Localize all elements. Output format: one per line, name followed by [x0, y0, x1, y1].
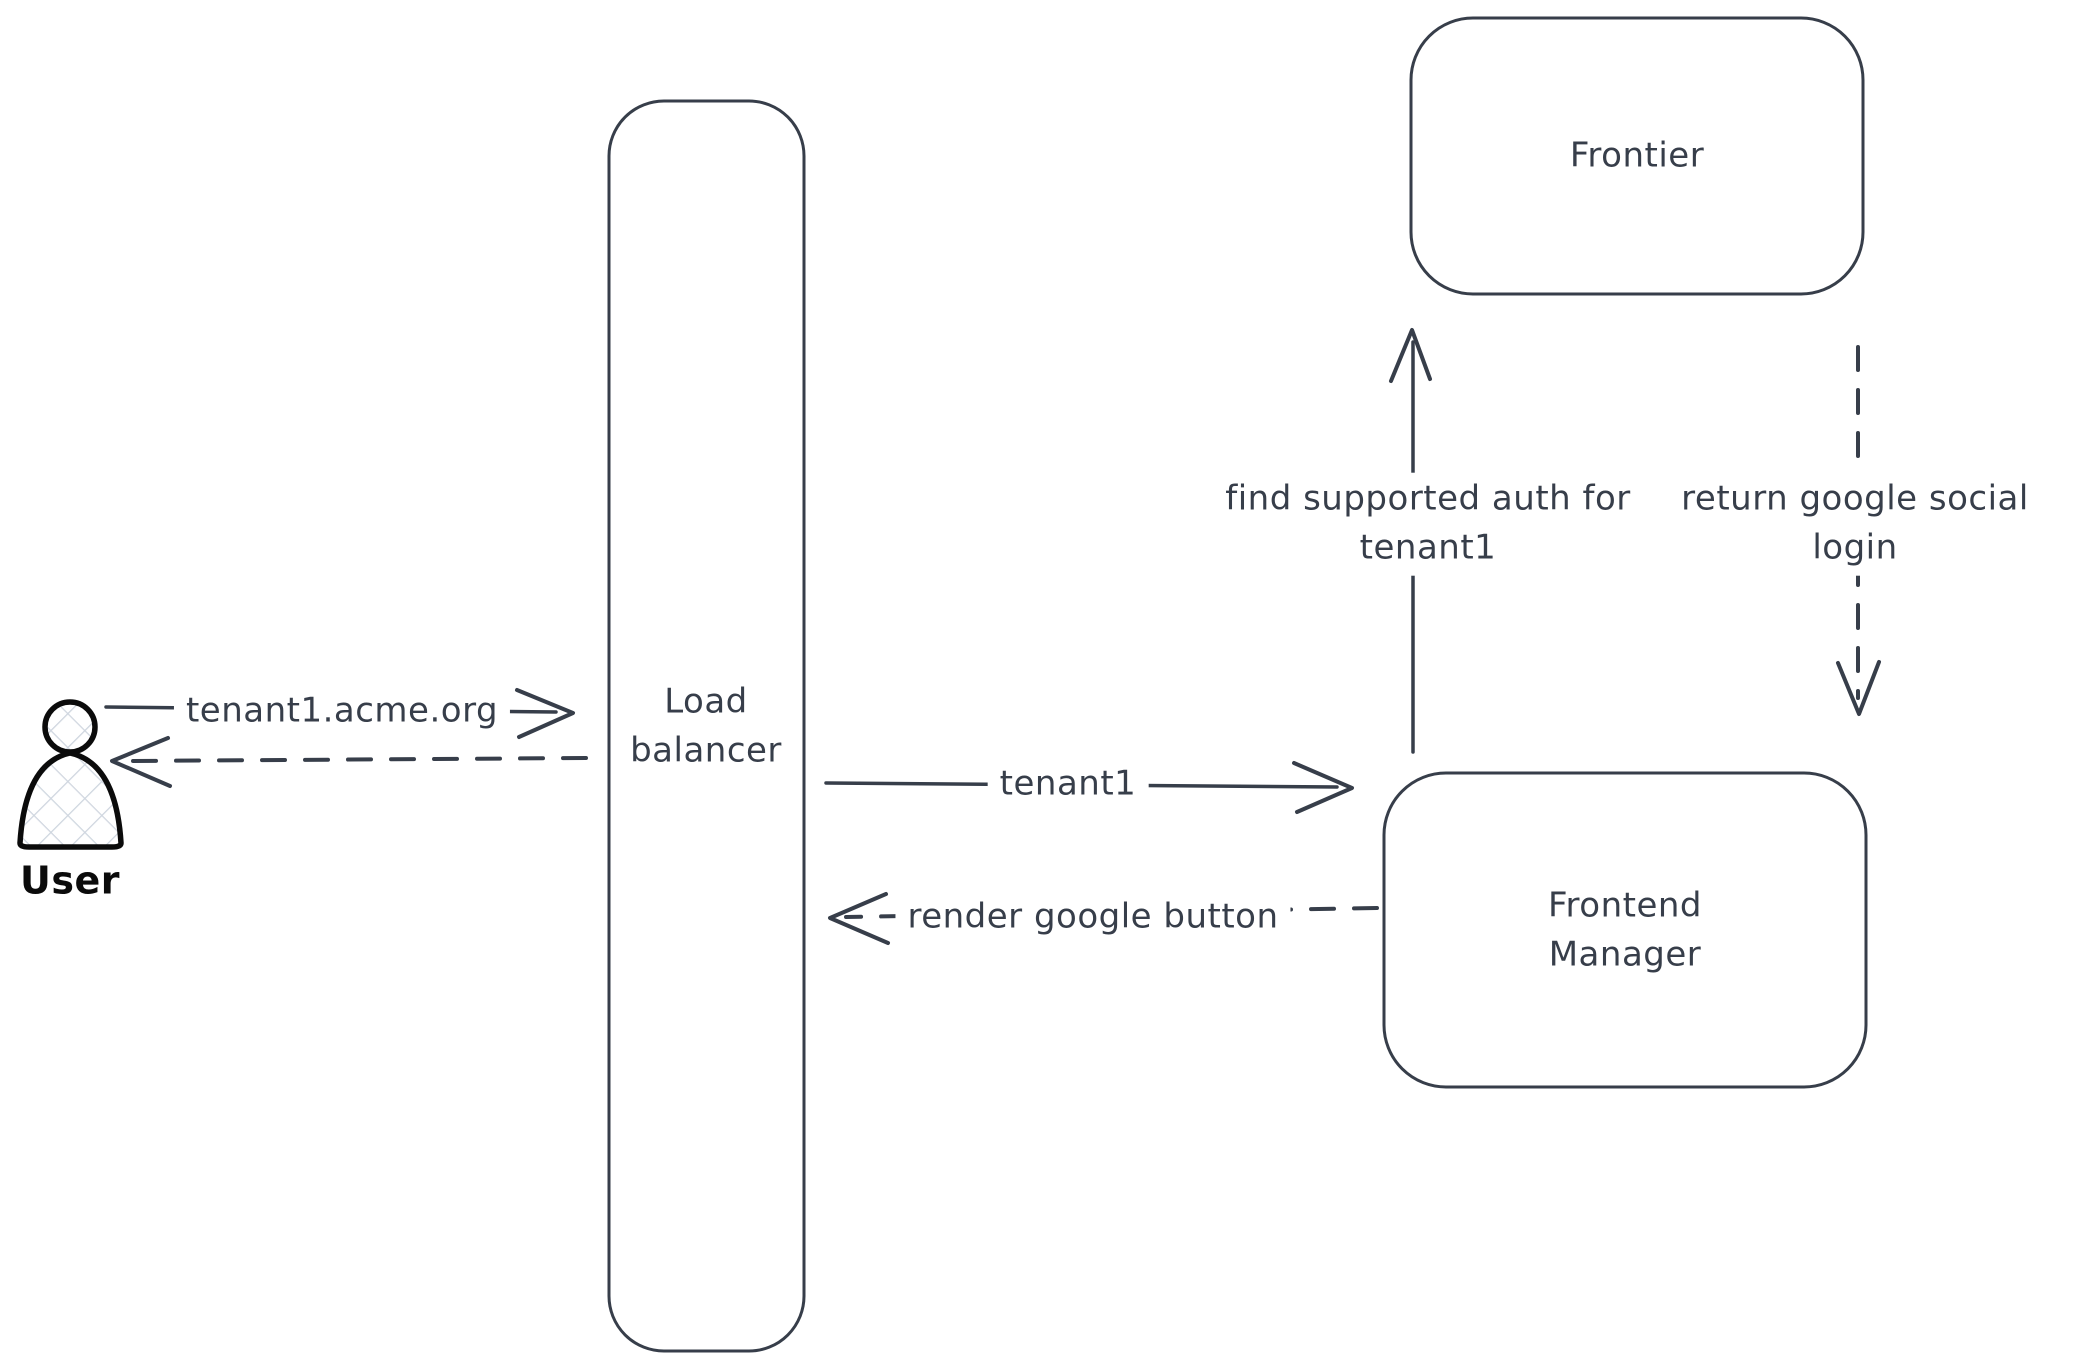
node-load-balancer-box [607, 99, 806, 1353]
node-frontend-manager-box [1382, 771, 1868, 1089]
node-label-load-balancer: Load balancer [630, 681, 782, 771]
edge-label-find-supported-auth: find supported auth for tenant1 [1206, 472, 1650, 576]
edge-label-render-google-button: render google button [895, 890, 1291, 944]
node-frontier-box [1409, 16, 1865, 296]
edge-label-tenant1: tenant1 [987, 757, 1149, 811]
arrow-load-balancer-to-user [110, 736, 588, 788]
edge-label-tenant1-acme-org: tenant1.acme.org [173, 684, 511, 738]
user-icon [17, 699, 124, 850]
node-label-frontier: Frontier [1569, 135, 1705, 176]
node-label-frontend-manager: Frontend Manager [1547, 885, 1703, 975]
node-label-user: User [20, 858, 120, 903]
edge-label-return-google-social-login: return google social login [1643, 472, 2067, 576]
